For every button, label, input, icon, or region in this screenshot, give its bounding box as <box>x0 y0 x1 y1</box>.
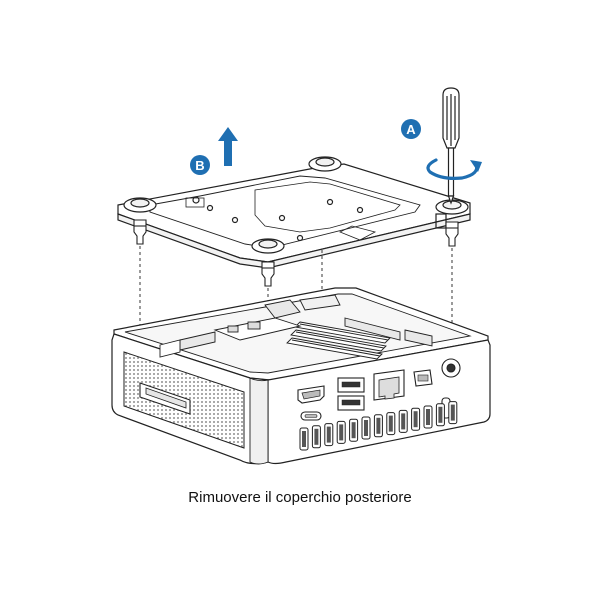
vent-slot-shadow <box>450 404 455 421</box>
alignment-lines <box>139 246 453 380</box>
vent-slot-shadow <box>351 422 356 439</box>
side-vent-panel <box>123 351 245 449</box>
step-b-label: B <box>195 158 204 173</box>
rotate-arrow-head <box>470 160 482 172</box>
vent-slot-shadow <box>413 411 418 428</box>
captive-screws <box>133 219 459 287</box>
lift-arrow-icon <box>218 127 238 166</box>
screwdriver-icon <box>442 87 460 205</box>
figure-caption: Rimuovere il coperchio posteriore <box>188 489 412 506</box>
vent-slot-shadow <box>302 431 306 447</box>
front-vent-slots <box>299 401 458 451</box>
front-io-ports <box>297 358 461 421</box>
step-a-label: A <box>406 122 416 137</box>
vent-slot-shadow <box>314 428 319 445</box>
vent-slot-shadow <box>426 409 430 425</box>
bottom-cover-plate <box>117 156 471 269</box>
vent-slot-shadow <box>364 420 368 436</box>
vent-slot-shadow <box>326 426 331 443</box>
vent-slot-shadow <box>388 415 393 432</box>
vent-slot-shadow <box>401 413 406 430</box>
vent-slot-shadow <box>376 417 381 434</box>
step-a-badge: A <box>401 119 421 139</box>
vent-slot-shadow <box>339 424 344 441</box>
rotate-arrow-icon <box>426 158 479 180</box>
step-b-badge: B <box>190 155 210 175</box>
vent-slot-shadow <box>438 406 443 423</box>
internal-components <box>159 294 433 360</box>
